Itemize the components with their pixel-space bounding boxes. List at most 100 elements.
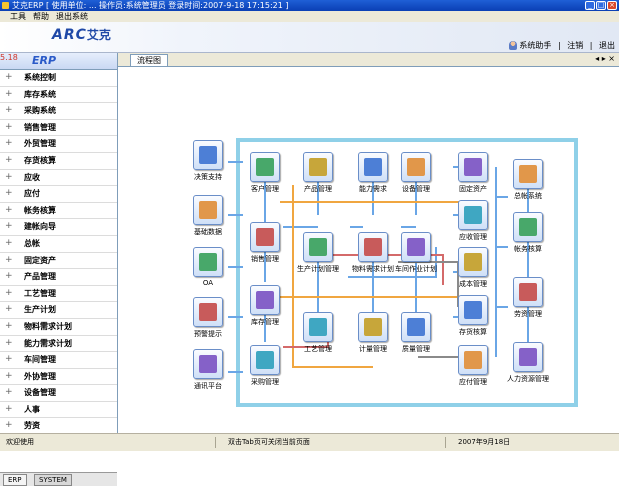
flow-node-middle-10[interactable]: 工艺管理 bbox=[273, 312, 363, 354]
flow-node-left-4[interactable]: 通讯平台 bbox=[163, 349, 253, 391]
close-button[interactable]: × bbox=[607, 1, 617, 10]
sidebar-item[interactable]: + 销售管理 bbox=[0, 120, 117, 137]
sidebar-item[interactable]: +帐务核算 bbox=[0, 203, 117, 220]
flow-node-middle-6[interactable]: 设备管理 bbox=[371, 152, 461, 194]
flow-node-right-0[interactable]: 固定资产 bbox=[428, 152, 518, 194]
sidebar-item[interactable]: +物料需求计划 bbox=[0, 319, 117, 336]
expand-icon[interactable]: + bbox=[5, 88, 13, 99]
finance-links bbox=[495, 167, 508, 357]
sidebar-item[interactable]: +建帐向导 bbox=[0, 219, 117, 236]
sidebar-item-label: 销售管理 bbox=[24, 122, 56, 132]
flow-node-middle-12[interactable]: 质量管理 bbox=[371, 312, 461, 354]
expand-icon[interactable]: + bbox=[5, 138, 13, 149]
menu-tools[interactable]: 工具 bbox=[10, 12, 26, 21]
expand-icon[interactable]: + bbox=[5, 221, 13, 232]
flow-node-label: 固定资产 bbox=[459, 185, 487, 193]
sidebar-item[interactable]: +工艺管理 bbox=[0, 286, 117, 303]
expand-icon[interactable]: + bbox=[5, 403, 13, 414]
minimize-button[interactable]: _ bbox=[585, 1, 595, 10]
system-assistant-link[interactable]: 系统助手 bbox=[519, 41, 552, 50]
tab-flowchart[interactable]: 流程图 bbox=[130, 54, 168, 66]
expand-icon[interactable]: + bbox=[5, 72, 13, 82]
flow-node-middle-1[interactable]: 销售管理 bbox=[220, 222, 310, 264]
flow-node-right-2[interactable]: 成本管理 bbox=[428, 247, 518, 289]
sidebar-item[interactable]: +系统控制 bbox=[0, 70, 117, 87]
sidebar-item-label: 固定资产 bbox=[24, 255, 56, 265]
arc-logo: ARC艾克 bbox=[52, 27, 111, 43]
logout-link[interactable]: 注销 bbox=[567, 41, 584, 50]
flow-node-middle-5[interactable]: 能力需求 bbox=[328, 152, 418, 194]
tab-controls[interactable]: ◂ ▸ × bbox=[595, 54, 615, 63]
sidebar-item[interactable]: +产品管理 bbox=[0, 269, 117, 286]
expand-icon[interactable]: + bbox=[5, 254, 13, 265]
flow-node-far_right-2[interactable]: 劳资管理 bbox=[483, 277, 573, 319]
flow-node-label: 总帐系统 bbox=[514, 192, 542, 200]
flow-node-middle-0[interactable]: 客户管理 bbox=[220, 152, 310, 194]
flow-node-middle-11[interactable]: 计量管理 bbox=[328, 312, 418, 354]
sidebar-item[interactable]: +外贸管理 bbox=[0, 136, 117, 153]
flow-node-middle-4[interactable]: 产品管理 bbox=[273, 152, 363, 194]
sidebar-item[interactable]: +存货核算 bbox=[0, 153, 117, 170]
sidebar-item[interactable]: +采购系统 bbox=[0, 103, 117, 120]
flow-node-middle-9[interactable]: 车间作业计划 bbox=[371, 232, 461, 274]
flow-node-left-0[interactable]: 决策支持 bbox=[163, 140, 253, 182]
expand-icon[interactable]: + bbox=[5, 354, 13, 365]
menu-help[interactable]: 帮助 bbox=[33, 12, 49, 21]
maximize-button[interactable]: □ bbox=[596, 1, 606, 10]
sidebar-item[interactable]: +应收 bbox=[0, 170, 117, 187]
sidebar-item-label: 能力需求计划 bbox=[24, 338, 72, 348]
expand-icon[interactable]: + bbox=[5, 121, 13, 132]
status-date: 2007年9月18日 bbox=[458, 438, 511, 446]
sidebar-item[interactable]: +总帐 bbox=[0, 236, 117, 253]
expand-icon[interactable]: + bbox=[5, 105, 13, 116]
flow-node-middle-2[interactable]: 库存管理 bbox=[220, 285, 310, 327]
sidebar-item[interactable]: +车间管理 bbox=[0, 352, 117, 369]
flow-node-right-3[interactable]: 存货核算 bbox=[428, 295, 518, 337]
sidebar-item[interactable]: +生产计划 bbox=[0, 302, 117, 319]
expand-icon[interactable]: + bbox=[5, 154, 13, 165]
sidebar-tabs: ERP SYSTEM bbox=[0, 472, 117, 486]
flow-node-far_right-1[interactable]: 帐务核算 bbox=[483, 212, 573, 254]
user-icon bbox=[509, 41, 518, 50]
expand-icon[interactable]: + bbox=[5, 370, 13, 381]
expand-icon[interactable]: + bbox=[5, 304, 13, 315]
flow-node-left-2[interactable]: OA bbox=[163, 247, 253, 287]
module-icon bbox=[250, 152, 280, 182]
flow-node-label: 通讯平台 bbox=[194, 382, 222, 390]
sidebar-item[interactable]: +应付 bbox=[0, 186, 117, 203]
sidebar-item[interactable]: +外协管理 bbox=[0, 369, 117, 386]
sidebar-item[interactable]: +库存系统 bbox=[0, 87, 117, 104]
module-icon bbox=[193, 349, 223, 379]
expand-icon[interactable]: + bbox=[5, 387, 13, 398]
expand-icon[interactable]: + bbox=[5, 320, 13, 331]
flow-node-far_right-0[interactable]: 总帐系统 bbox=[483, 159, 573, 201]
flow-node-middle-7[interactable]: 生产计划管理 bbox=[273, 232, 363, 274]
flow-node-right-1[interactable]: 应收管理 bbox=[428, 200, 518, 242]
sidebar-item[interactable]: + 能力需求计划 bbox=[0, 336, 117, 353]
expand-icon[interactable]: + bbox=[5, 420, 13, 431]
sidebar-item[interactable]: +人事 bbox=[0, 402, 117, 419]
flow-node-middle-8[interactable]: 物料需求计划 bbox=[328, 232, 418, 274]
flow-node-right-4[interactable]: 应付管理 bbox=[428, 345, 518, 387]
expand-icon[interactable]: + bbox=[5, 237, 13, 248]
flow-node-left-1[interactable]: 基础数据 bbox=[163, 195, 253, 237]
plan-links bbox=[283, 226, 437, 278]
expand-icon[interactable]: + bbox=[5, 287, 13, 298]
expand-icon[interactable]: + bbox=[5, 171, 13, 182]
expand-icon[interactable]: + bbox=[5, 337, 13, 348]
module-icon bbox=[513, 159, 543, 189]
exit-link[interactable]: 退出 bbox=[599, 41, 615, 50]
menu-exit-system[interactable]: 退出系统 bbox=[56, 12, 88, 21]
flow-node-far_right-3[interactable]: 人力资源管理 bbox=[483, 342, 573, 384]
tab-system[interactable]: SYSTEM bbox=[34, 474, 72, 486]
expand-icon[interactable]: + bbox=[5, 204, 13, 215]
sidebar-item[interactable]: + 固定资产 bbox=[0, 253, 117, 270]
expand-icon[interactable]: + bbox=[5, 188, 13, 199]
flow-node-middle-3[interactable]: 采购管理 bbox=[220, 345, 310, 387]
sidebar-item[interactable]: + 设备管理 bbox=[0, 385, 117, 402]
sidebar-item-label: 设备管理 bbox=[24, 388, 56, 398]
flow-node-left-3[interactable]: 预警提示 bbox=[163, 297, 253, 339]
expand-icon[interactable]: + bbox=[5, 271, 13, 282]
tab-erp[interactable]: ERP bbox=[3, 474, 27, 486]
